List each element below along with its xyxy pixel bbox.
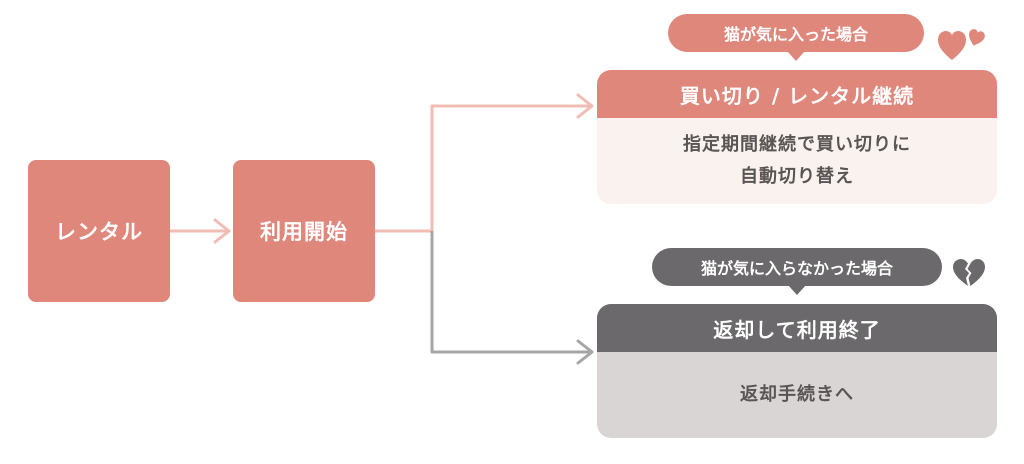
arrowhead-disliked	[576, 339, 594, 365]
outcome-return-description: 返却手続きへ	[597, 352, 997, 438]
outcome-return-title: 返却して利用終了	[597, 304, 997, 352]
branch-disliked-line	[430, 231, 590, 354]
outcome-card-buyout: 買い切り / レンタル継続 指定期間継続で買い切りに 自動切り替え	[597, 70, 997, 204]
hearts-icon	[938, 29, 985, 60]
condition-liked-label: 猫が気に入った場合	[723, 25, 868, 44]
outcome-buyout-desc-line2: 自動切り替え	[740, 166, 854, 187]
outcome-card-return: 返却して利用終了 返却手続きへ	[597, 304, 997, 438]
arrowhead-liked	[576, 93, 594, 119]
outcome-return-desc: 返却手続きへ	[740, 384, 854, 405]
outcome-buyout-title: 買い切り / レンタル継続	[597, 70, 997, 118]
branch-liked-line	[430, 104, 590, 231]
step-rental: レンタル	[28, 160, 170, 302]
condition-disliked-label: 猫が気に入らなかった場合	[700, 259, 893, 278]
outcome-buyout-desc-line1: 指定期間継続で買い切りに	[683, 134, 911, 155]
broken-heart-icon	[953, 259, 985, 286]
condition-bubble-liked: 猫が気に入った場合	[668, 14, 924, 61]
step-rental-label: レンタル	[55, 220, 143, 244]
outcome-buyout-description: 指定期間継続で買い切りに 自動切り替え	[597, 118, 997, 204]
condition-bubble-disliked: 猫が気に入らなかった場合	[652, 248, 942, 295]
step-start-use: 利用開始	[233, 160, 375, 302]
arrowhead-rental-to-start	[213, 218, 231, 244]
step-start-use-label: 利用開始	[260, 220, 348, 244]
